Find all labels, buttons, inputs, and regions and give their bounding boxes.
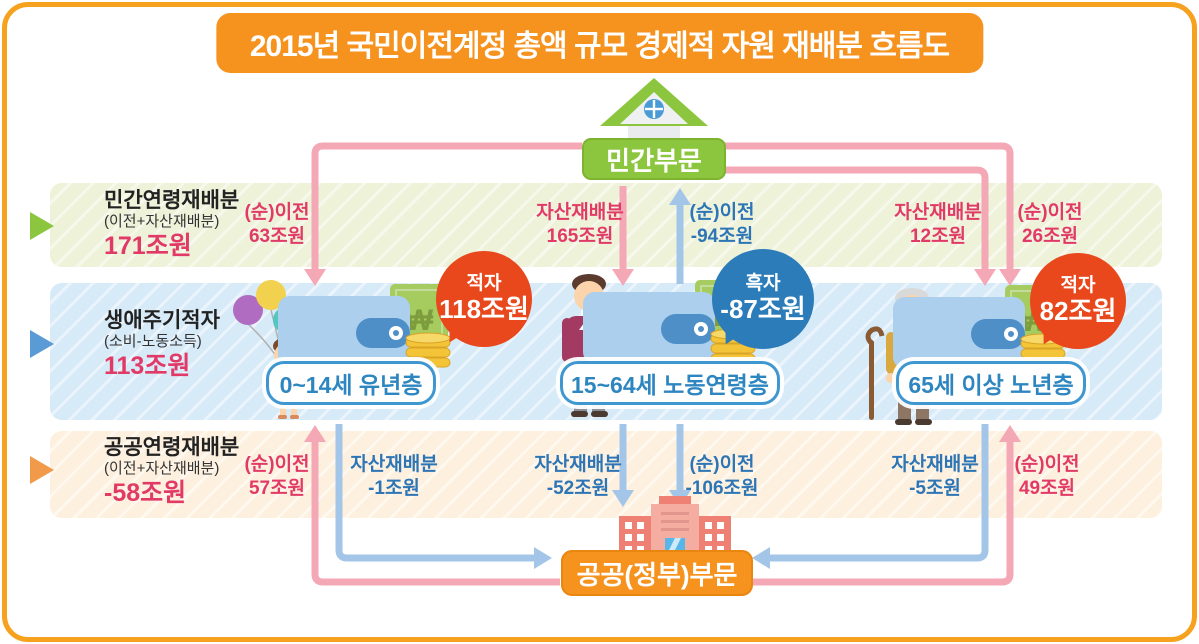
band-pointer-icon bbox=[30, 330, 54, 358]
arrow-elderly-to-public bbox=[769, 424, 989, 562]
bubble-value: 118조원 bbox=[439, 293, 529, 324]
band-info-public: 공공연령재배분 (이전+자산재배분) -58조원 bbox=[104, 436, 239, 508]
band-sub: (소비-노동소득) bbox=[104, 333, 202, 351]
band-name: 생애주기적자 bbox=[104, 309, 220, 332]
band-name: 민간연령재배분 bbox=[104, 189, 240, 212]
band-info-lifecycle: 생애주기적자 (소비-노동소득) 113조원 bbox=[104, 309, 220, 381]
band-sub: (이전+자산재배분) bbox=[104, 213, 220, 231]
government-building-icon bbox=[619, 496, 731, 558]
arrow-child-to-public bbox=[335, 424, 535, 562]
public-sector-label: 공공(정부)부문 bbox=[561, 550, 753, 596]
band-pointer-icon bbox=[30, 212, 54, 240]
band-pointer-icon bbox=[30, 456, 54, 484]
bubble-value: 82조원 bbox=[1039, 295, 1117, 326]
flow-net-transfer-worker-private: (순)이전-94조원 bbox=[689, 202, 755, 247]
arrow-private-to-elderly-net bbox=[722, 142, 1014, 271]
arrow-public-to-child bbox=[311, 440, 560, 586]
band-name: 공공연령재배분 bbox=[104, 436, 240, 459]
title-banner: 2015년 국민이전계정 총액 규모 경제적 자원 재배분 흐름도 bbox=[215, 13, 984, 73]
band-info-private: 민간연령재배분 (이전+자산재배분) 171조원 bbox=[104, 189, 239, 261]
arrow-private-to-child bbox=[311, 142, 582, 271]
page-title: 2015년 국민이전계정 총액 규모 경제적 자원 재배분 흐름도 bbox=[249, 30, 950, 63]
deficit-bubble-child: 적자 118조원 bbox=[436, 251, 532, 347]
arrow-public-to-elderly bbox=[750, 440, 1014, 586]
bubble-value: -87조원 bbox=[720, 293, 806, 324]
bubble-type: 적자 bbox=[1060, 274, 1096, 296]
group-label-elderly: 65세 이상 노년층 bbox=[896, 361, 1086, 405]
group-label-child: 0~14세 유년층 bbox=[266, 361, 436, 405]
surplus-bubble-worker: 흑자 -87조원 bbox=[712, 249, 814, 349]
band-value: 113조원 bbox=[104, 352, 191, 381]
band-sub: (이전+자산재배분) bbox=[104, 460, 220, 478]
group-label-worker: 15~64세 노동연령층 bbox=[560, 361, 780, 405]
bubble-type: 적자 bbox=[466, 272, 502, 294]
flow-asset-realloc-elderly-public: 자산재배분-5조원 bbox=[891, 454, 979, 499]
band-public-reallocation bbox=[50, 431, 1162, 518]
flow-asset-realloc-child-public: 자산재배분-1조원 bbox=[350, 454, 438, 499]
deficit-bubble-elderly: 적자 82조원 bbox=[1030, 253, 1126, 349]
flow-net-transfer-worker-public: (순)이전-106조원 bbox=[685, 454, 759, 499]
band-private-reallocation bbox=[50, 183, 1162, 267]
flow-asset-realloc-worker-public: 자산재배분-52조원 bbox=[534, 454, 622, 499]
bubble-type: 흑자 bbox=[745, 272, 781, 294]
private-sector-label: 민간부문 bbox=[582, 138, 726, 180]
wallet-icon: ₩ bbox=[278, 284, 451, 368]
band-value: 171조원 bbox=[104, 232, 192, 261]
band-value: -58조원 bbox=[104, 479, 187, 508]
arrow-private-to-elderly-asset bbox=[722, 166, 989, 271]
